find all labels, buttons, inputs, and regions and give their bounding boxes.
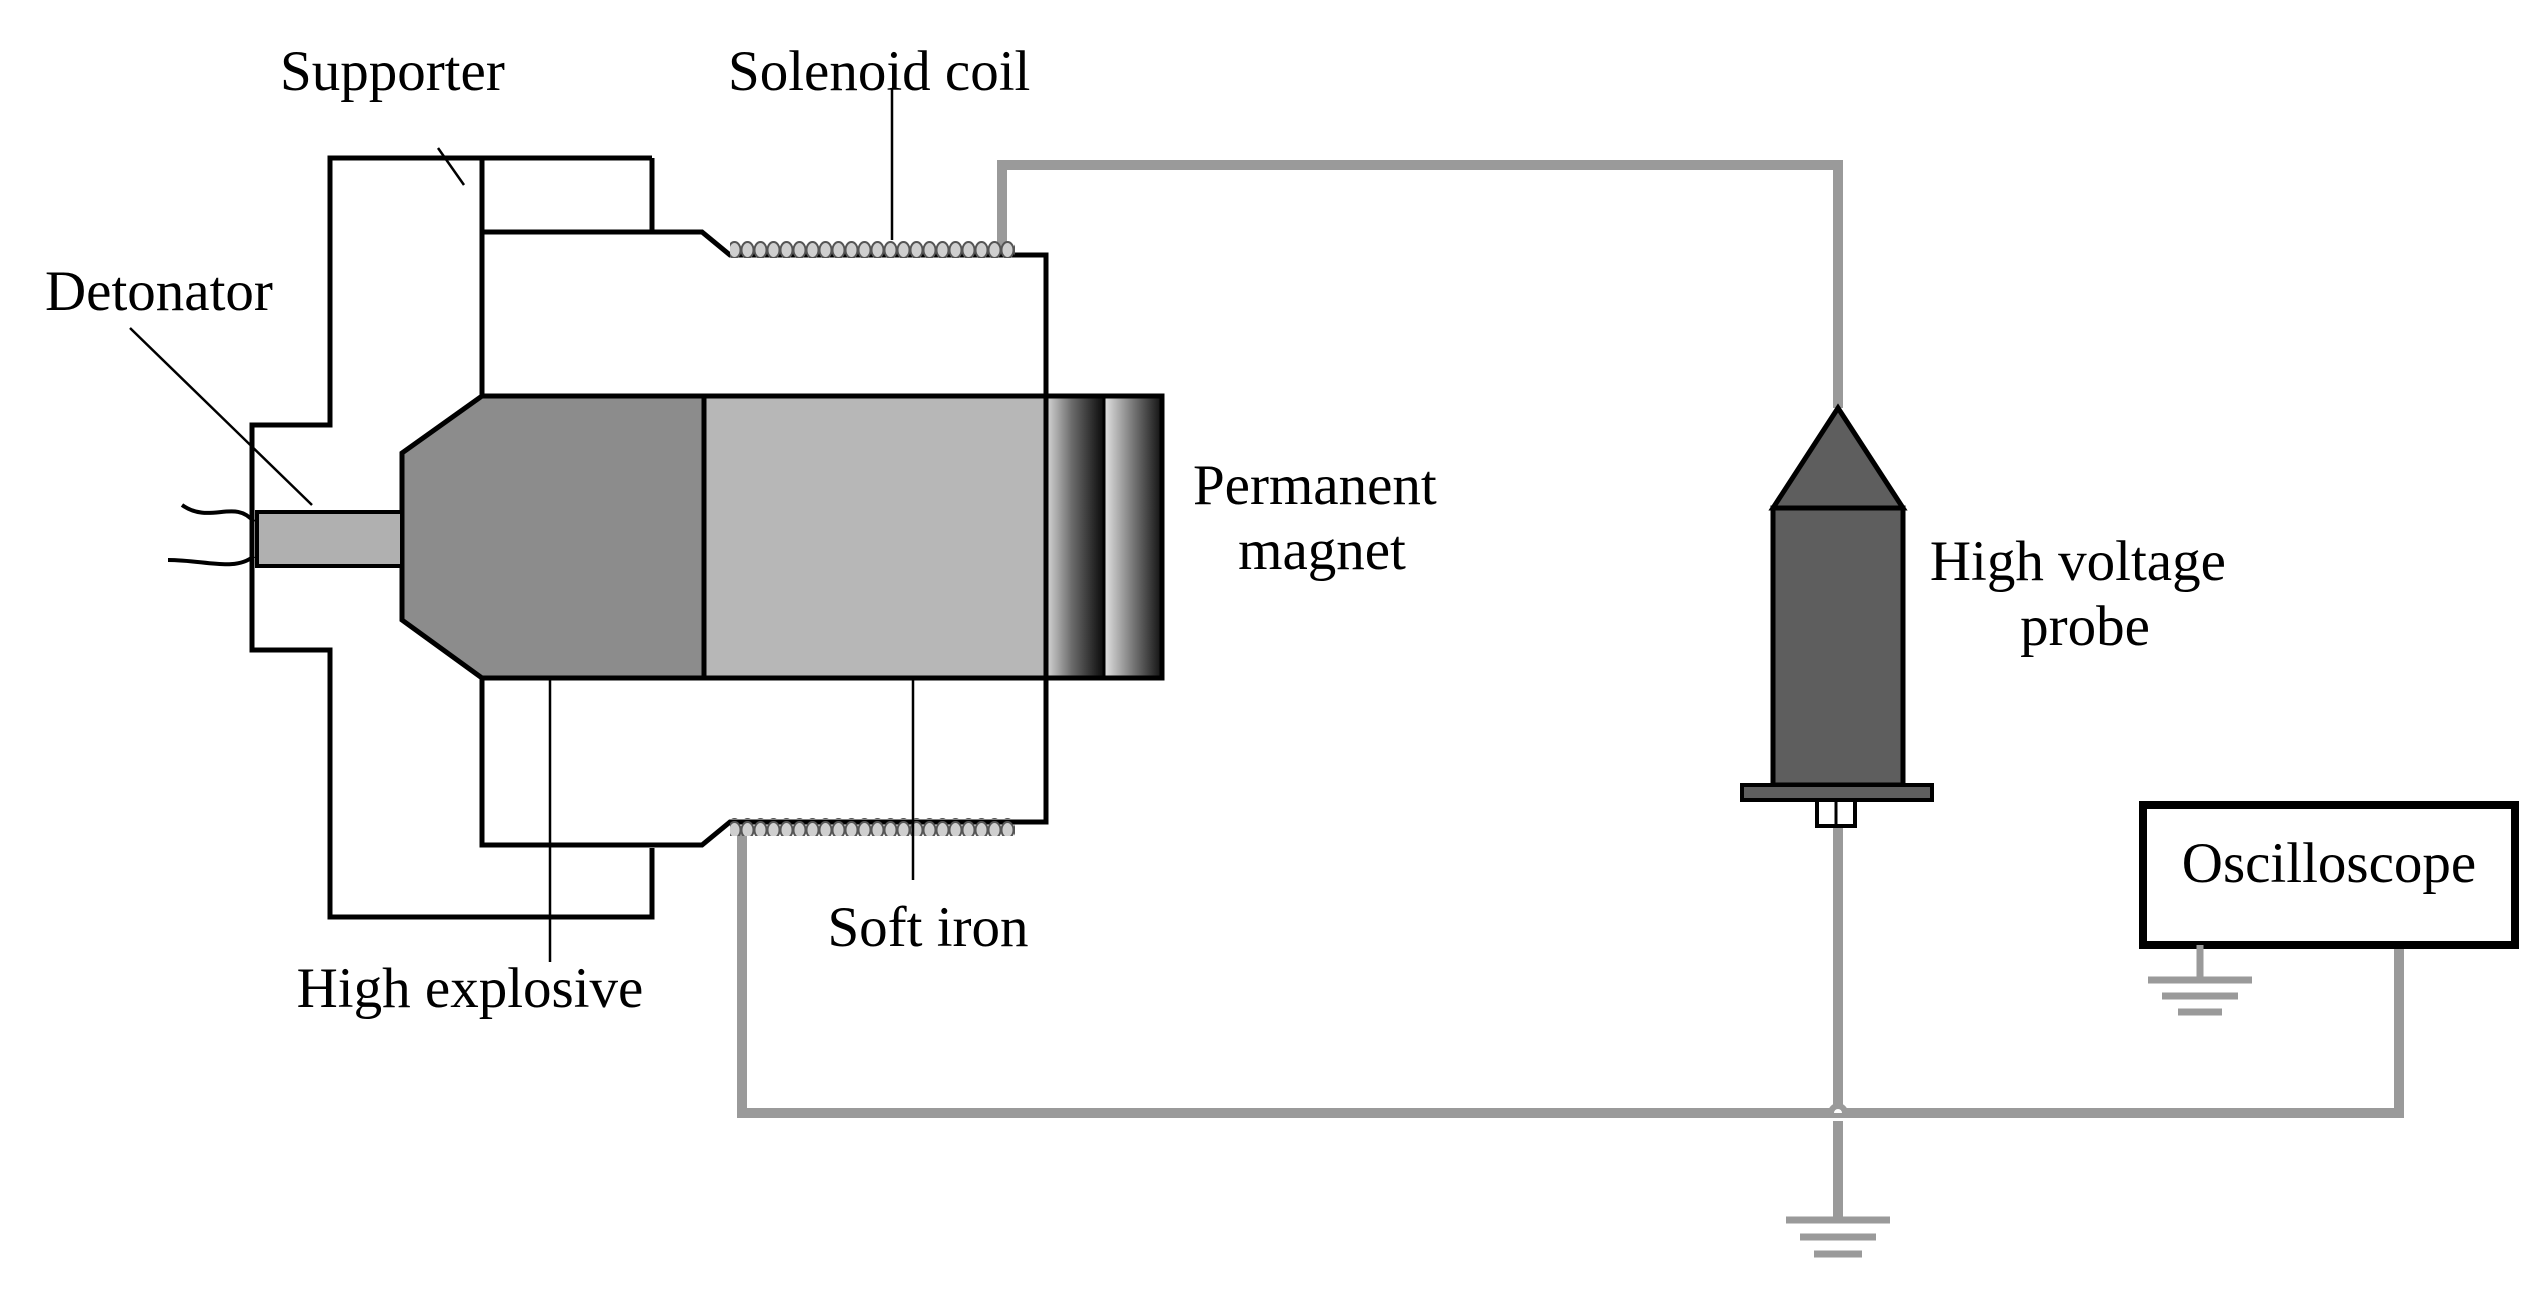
label-soft-iron: Soft iron [827, 896, 1028, 959]
high-voltage-probe [1740, 403, 1934, 828]
wire-crossover [1828, 1103, 1848, 1114]
leader-lines [129, 88, 915, 962]
bottom-wire [737, 826, 2404, 1118]
circuit-wires [737, 160, 2404, 1218]
solenoid-coil-bottom [730, 818, 1015, 836]
label-detonator: Detonator [45, 260, 273, 323]
soft-iron [701, 393, 1049, 681]
label-permanent-magnet-line2: magnet [1238, 519, 1406, 582]
label-permanent-magnet-line1: Permanent [1193, 454, 1437, 517]
high-explosive [399, 393, 707, 681]
detonator [167, 503, 404, 568]
label-permanent-magnet: Permanent magnet [1193, 454, 1451, 582]
label-solenoid-coil: Solenoid coil [728, 40, 1030, 103]
label-high-voltage-probe-line1: High voltage [1930, 530, 2226, 593]
label-high-explosive: High explosive [297, 957, 644, 1020]
ground-icon [2148, 945, 2252, 1016]
label-supporter: Supporter [280, 40, 505, 103]
permanent-magnet [1043, 393, 1165, 681]
solenoid-coil-top [730, 240, 1015, 258]
label-oscilloscope: Oscilloscope [2182, 832, 2476, 895]
solenoid-coil [730, 240, 1015, 836]
ground-icon [1786, 1216, 1890, 1258]
casing [479, 229, 1049, 848]
top-wire [997, 160, 1843, 408]
oscilloscope-box [2139, 801, 2519, 949]
label-high-voltage-probe-line2: probe [2020, 595, 2150, 658]
supporter [249, 155, 655, 920]
label-high-voltage-probe: High voltage probe [1930, 530, 2240, 658]
